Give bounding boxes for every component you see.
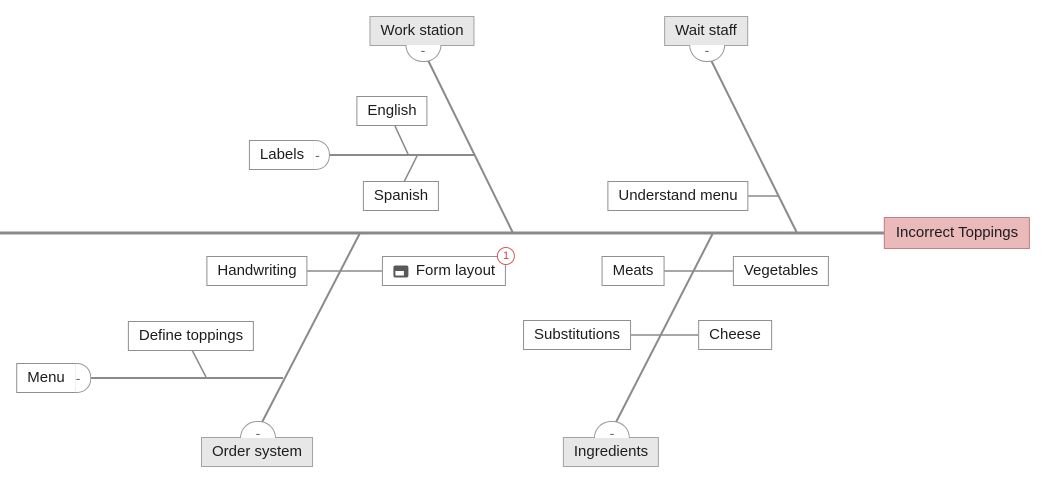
branch-line-ingredients <box>611 232 714 431</box>
cause-label: Form layout <box>415 262 496 279</box>
branch-line-wait-staff <box>705 49 798 234</box>
cause-label: Substitutions <box>534 326 620 343</box>
branch-line-order-system <box>257 232 361 431</box>
category-node-order-system[interactable]: Order system - <box>200 421 314 467</box>
category-label: Order system <box>211 443 303 460</box>
collapse-minus-icon: - <box>255 425 261 441</box>
cause-label: Cheese <box>709 326 761 343</box>
collapse-minus-icon: - <box>704 42 710 58</box>
effect-node-incorrect-toppings[interactable]: Incorrect Toppings <box>883 217 1031 249</box>
cause-node-handwriting[interactable]: Handwriting <box>206 256 308 286</box>
category-node-work-station[interactable]: Work station - <box>369 16 475 62</box>
collapse-minus-icon: - <box>420 42 426 58</box>
category-label: Wait staff <box>675 22 737 39</box>
connector-spanish <box>403 155 418 183</box>
cause-node-menu[interactable]: Menu - <box>16 363 91 393</box>
cause-node-vegetables[interactable]: Vegetables <box>732 256 830 286</box>
cause-node-define-toppings[interactable]: Define toppings <box>127 321 255 351</box>
cause-node-substitutions[interactable]: Substitutions <box>523 320 631 350</box>
cause-node-labels[interactable]: Labels - <box>248 140 331 170</box>
cause-label: Understand menu <box>618 187 738 204</box>
connector-english <box>394 125 409 155</box>
cause-label: Define toppings <box>138 327 244 344</box>
cause-label: English <box>367 102 417 119</box>
note-count-badge[interactable]: 1 <box>497 247 516 265</box>
collapse-minus-icon: - <box>75 370 81 386</box>
category-label: Ingredients <box>573 443 649 460</box>
effect-label: Incorrect Toppings <box>895 224 1019 241</box>
form-icon <box>393 265 409 277</box>
cause-label: Menu <box>27 369 65 386</box>
cause-label: Labels <box>259 146 305 163</box>
connector-define-toppings <box>191 349 207 378</box>
cause-label: Vegetables <box>743 262 819 279</box>
cause-label: Spanish <box>373 187 429 204</box>
cause-node-spanish[interactable]: Spanish <box>362 181 440 211</box>
cause-label: Meats <box>612 262 654 279</box>
cause-node-meats[interactable]: Meats <box>601 256 665 286</box>
collapse-minus-icon: - <box>315 147 320 163</box>
cause-node-cheese[interactable]: Cheese <box>698 320 772 350</box>
cause-label: Handwriting <box>217 262 297 279</box>
category-node-ingredients[interactable]: Ingredients - <box>562 421 660 467</box>
badge-count: 1 <box>503 249 510 262</box>
cause-node-form-layout[interactable]: Form layout 1 <box>381 247 516 286</box>
branch-line-work-station <box>422 49 514 234</box>
cause-node-english[interactable]: English <box>356 96 428 126</box>
collapse-minus-icon: - <box>609 425 615 441</box>
cause-node-understand-menu[interactable]: Understand menu <box>607 181 749 211</box>
category-node-wait-staff[interactable]: Wait staff - <box>664 16 748 62</box>
category-label: Work station <box>380 22 464 39</box>
